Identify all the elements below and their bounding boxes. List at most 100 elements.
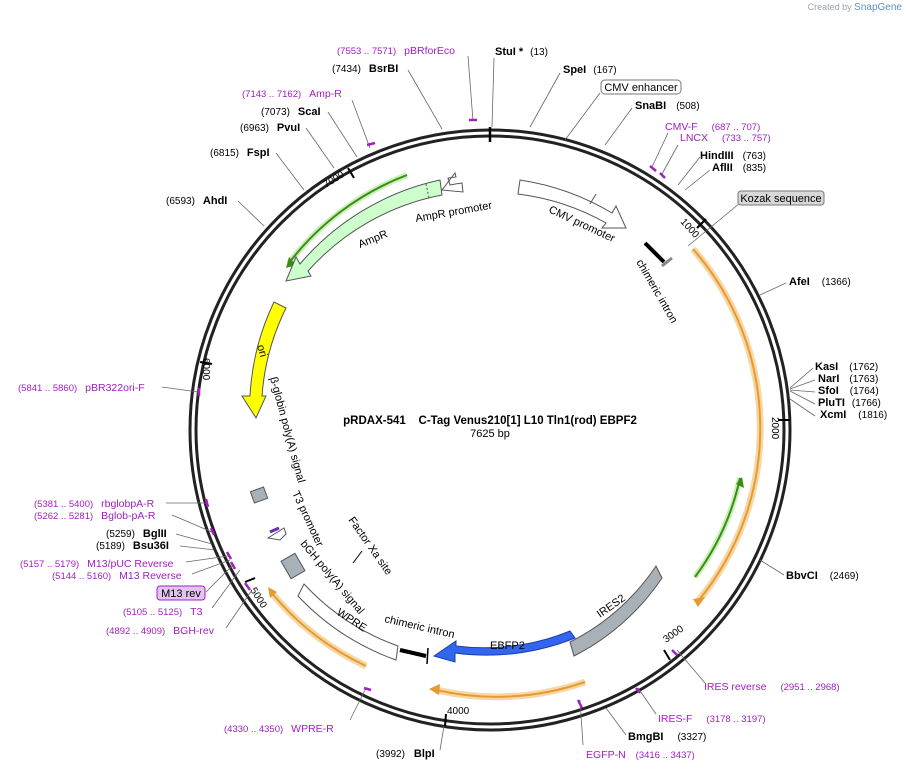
leader-hindiii [677,156,701,186]
mark-rbglobpa [204,498,210,508]
leader-ahdi [237,200,265,227]
chimeric-intron-top-ticks [661,256,673,268]
chimeric-intron-bottom-end [426,647,429,665]
primer-egfpn: EGFP-N(3416 .. 3437) [586,749,695,761]
cmv-enhancer-box [600,79,682,95]
orf-left-arrowhead [268,587,277,598]
primer-bglobpa: (5262 .. 5281)Bglob-pA-R [34,510,156,522]
leader-bmgbi [605,707,627,736]
mark-cmvf [649,165,657,172]
tick-3000: 3000 [661,623,686,645]
leader-aflii [684,169,711,191]
ampr-label: AmpR [357,228,390,251]
leader-bghrev [225,589,253,629]
primer-bghrev: (4892 .. 4909)BGH-rev [106,625,215,637]
primer-pbr322ori: (5841 .. 5860)pBR322ori-F [18,382,145,394]
ebfp2-label: EBFP2 [490,640,525,652]
enzyme-fspi: (6815)FspI [210,147,270,159]
leader-pluti [789,390,816,405]
leader-kozak [687,202,741,247]
tick-3000-mark [663,649,671,661]
leader-xcmi [789,398,816,417]
mark-bglobpa [209,527,216,536]
snapgene-credit: Created by SnapGene [808,2,902,13]
primer-cmvf: CMV-F(687 .. 707) [665,121,760,133]
chimeric-intron-top [643,241,666,264]
leader-stui [491,57,495,128]
orf-right-glow [690,246,764,603]
position-ticks: 1000 2000 3000 4000 5000 6000 7000 [199,167,790,727]
t3-promoter-arrow [266,527,287,541]
leader-sfoi [789,389,816,393]
enzyme-afei: AfeI(1366) [789,276,851,288]
m13rev-box [156,585,206,601]
leader-blpi [439,725,445,751]
leader-pbr322ori [161,386,199,393]
mark-wprer [363,686,372,692]
leader-snabi [604,107,633,146]
ebfp2-arrow [432,630,576,663]
kozak-label: Kozak sequence [740,193,821,205]
leader-nari [789,379,816,390]
leader-bglobpa [171,514,213,533]
primer-ampr: (7143 .. 7162)Amp-R [242,88,342,100]
leader-afei [759,282,787,296]
primer-m13puc: (5157 .. 5179)M13/pUC Reverse [20,558,174,570]
tick-2000: 2000 [769,417,780,440]
enzyme-bglii: (5259)BglII [106,528,167,540]
mark-m13 [225,551,233,560]
enzyme-nari: NarI(1763) [818,373,878,385]
mark-iresrev [671,649,678,656]
tick-4000-mark [444,713,447,727]
leader-bbvci [759,559,785,576]
enzyme-hindiii: HindIII(763) [700,150,766,162]
bgh-box [280,552,306,580]
tick-7000: 7000 [322,169,347,190]
leader-t3 [211,569,241,609]
leader-spei [529,72,561,128]
enzyme-bsrbi: (7434)BsrBI [332,63,398,75]
leader-ires-f [637,687,657,715]
primer-iresreverse: IRES reverse(2951 .. 2968) [704,681,840,693]
primer-pbrforeco: (7553 .. 7571)pBRforEco [337,45,455,57]
leader-fspi [275,152,305,191]
orf-bottom-arrowhead [429,684,440,695]
ampr-promoter-arrow [441,171,464,193]
wpre-arrow [297,583,399,661]
tick-6000: 6000 [200,358,211,381]
kozak-box [737,190,825,206]
mark-ampr [366,141,376,147]
mark-lncx [659,172,666,179]
m13rev-label: M13 rev [161,588,201,600]
mark-egfpn [576,699,584,709]
bglobin-box [249,486,269,504]
cmv-promoter-divider [589,193,597,205]
leader-cmvf [651,132,669,168]
credit-brand: SnapGene [854,2,902,13]
enzyme-pluti: PluTI(1766) [818,397,881,409]
enzyme-ahdi: (6593)AhdI [166,195,227,207]
leader-lncx [661,144,679,175]
primer-marks [197,118,678,709]
enzyme-pvui: (6963)PvuI [240,122,300,134]
primer-iresf: IRES-F(3178 .. 3197) [658,713,766,725]
ires2-arrow [569,565,663,657]
enzyme-bmgbi: BmgBI(3327) [628,731,706,743]
mark-t3 [229,561,237,570]
chimeric-intron-top-label: chimeric intron [633,258,679,326]
leader-m13puc [185,555,229,563]
orf-green-right [694,477,741,578]
enzyme-aflii: AflII(835) [712,162,766,174]
tick-5000-mark [244,577,256,583]
tick-6000-mark [199,361,213,365]
leader-wprer [349,687,367,721]
orf-left [270,591,367,667]
cmv-enhancer-label: CMV enhancer [604,82,678,94]
enzyme-xcmi: XcmI(1816) [820,409,887,421]
orf-right [692,248,762,601]
bglobin-label: β-globin poly(A) signal [267,376,307,484]
enzyme-blpi: (3992)BlpI [376,748,435,760]
enzyme-stui: StuI *(13) [495,46,548,58]
leader-cmv-enhancer [564,92,601,141]
